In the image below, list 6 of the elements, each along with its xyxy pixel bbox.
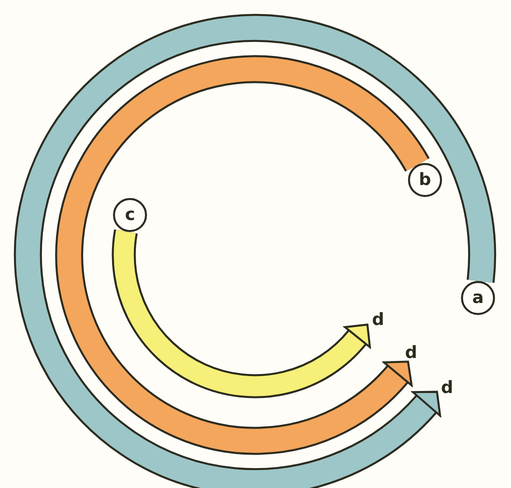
- start-circle: b: [408, 163, 442, 197]
- start-circle: a: [461, 281, 495, 315]
- start-circle: c: [113, 198, 147, 232]
- end-label: d: [372, 312, 384, 329]
- end-label: d: [441, 380, 454, 397]
- end-label: d: [405, 345, 418, 362]
